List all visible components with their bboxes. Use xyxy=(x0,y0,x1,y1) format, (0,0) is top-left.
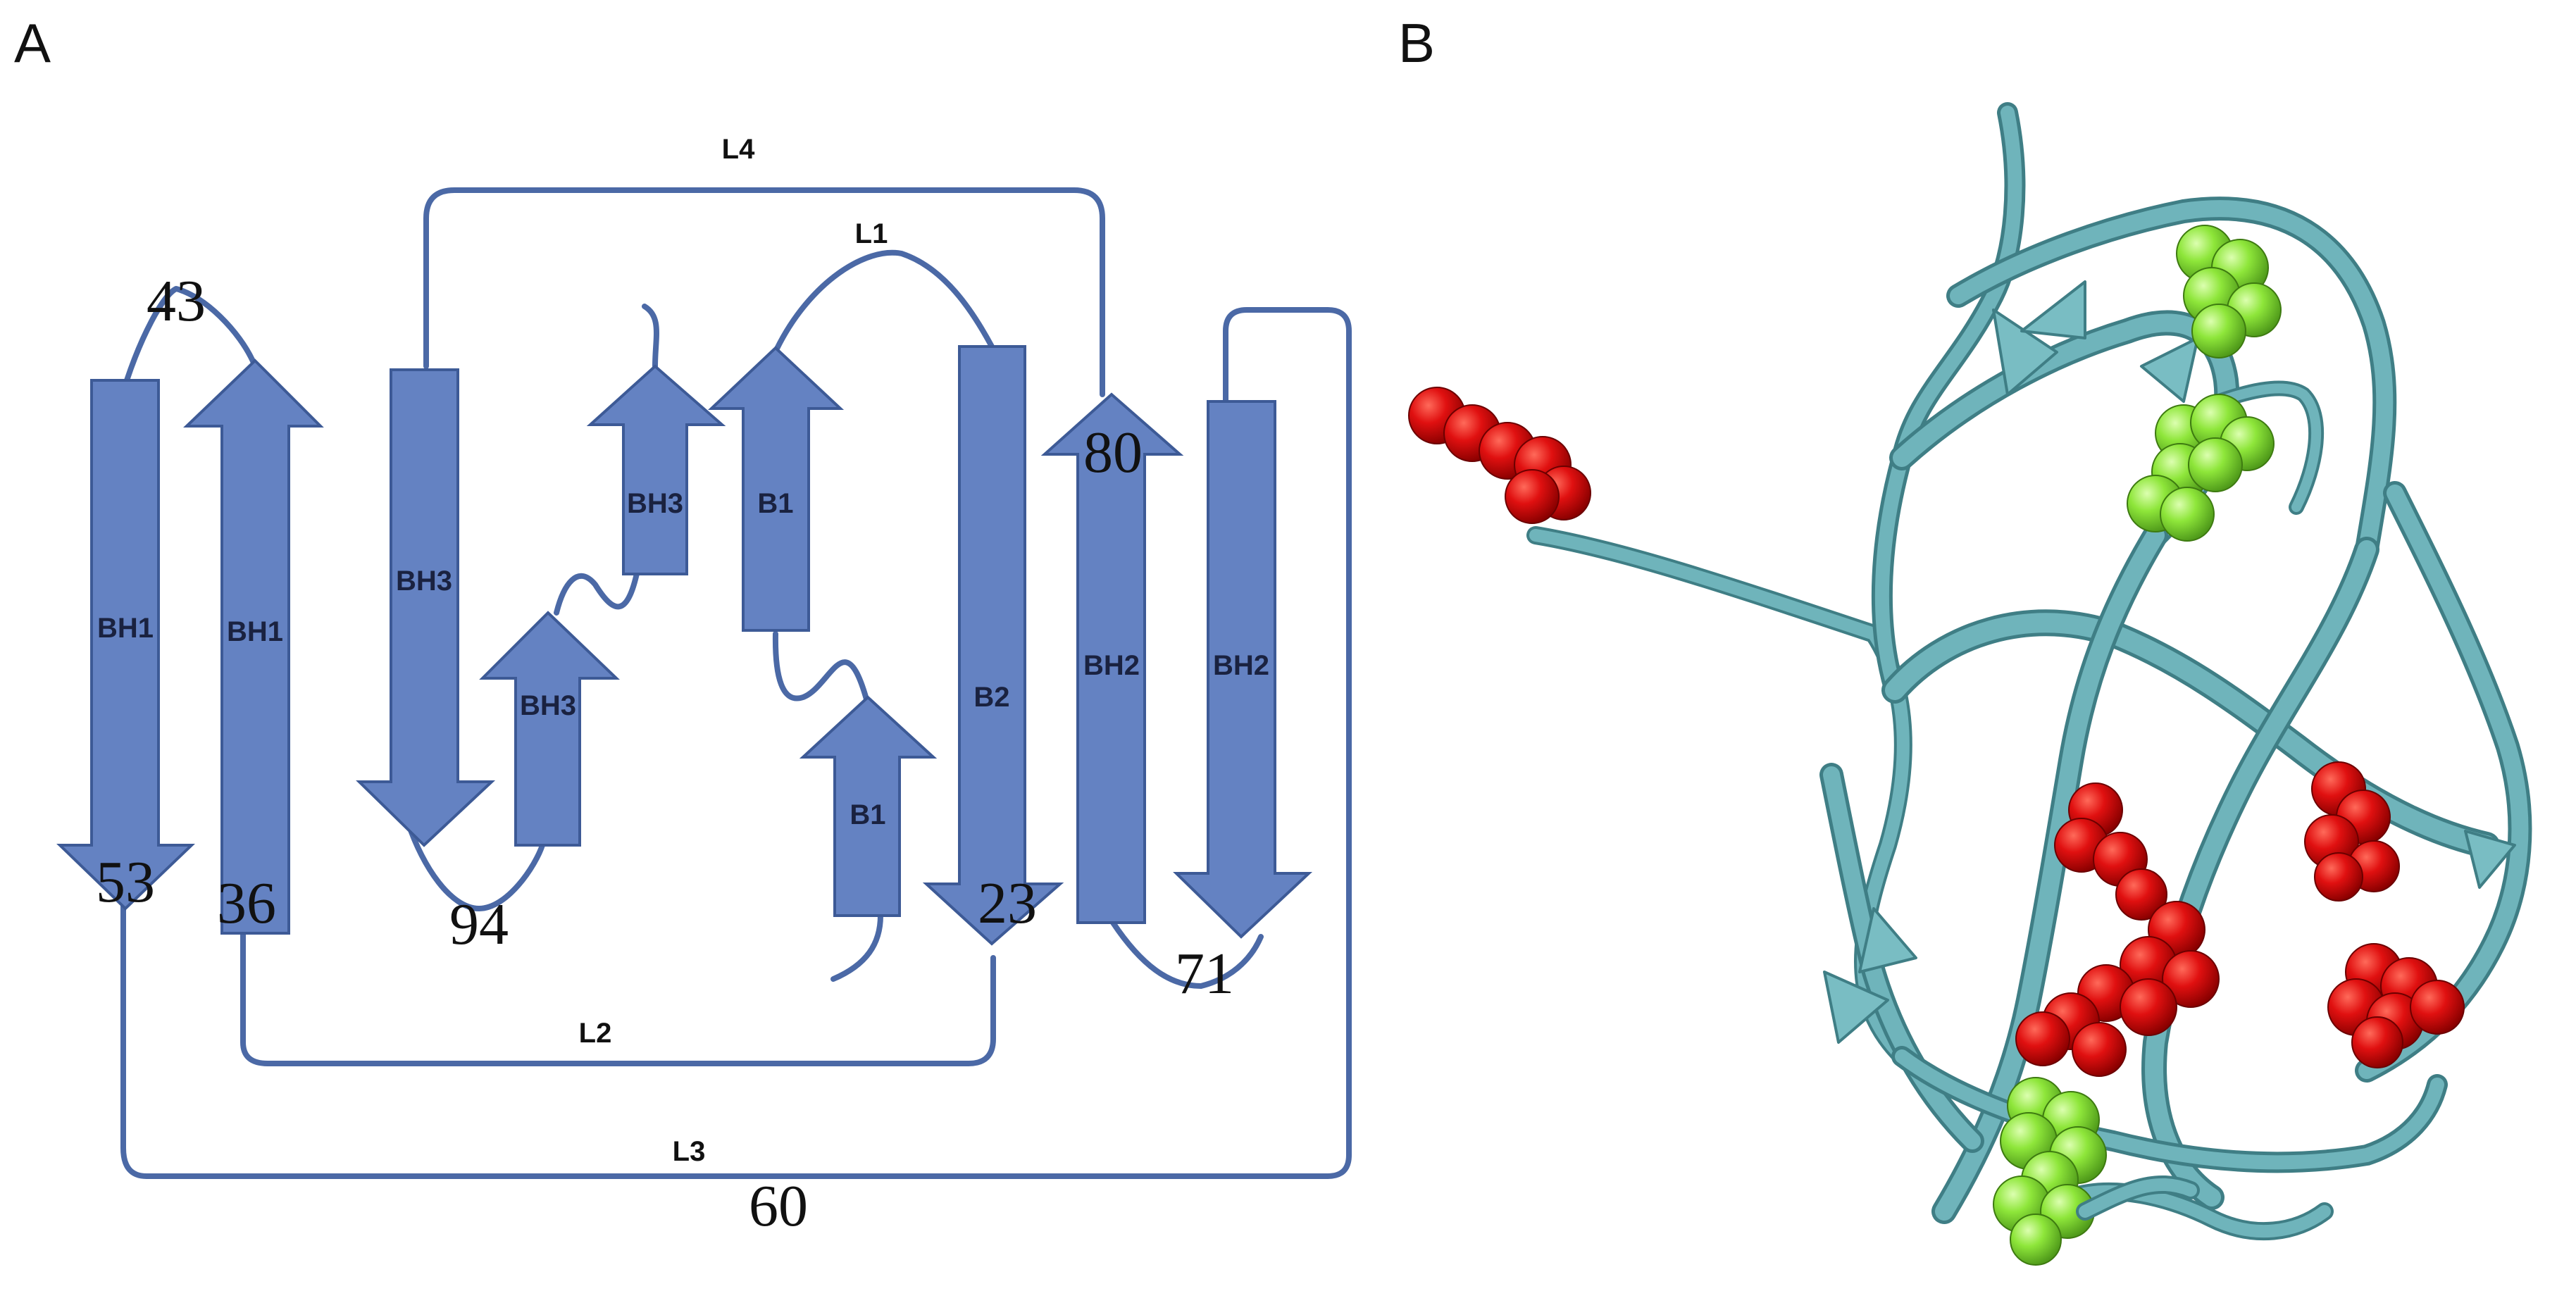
panel-b-letter: B xyxy=(1398,12,1435,74)
strand-bh2-80 xyxy=(1040,392,1184,924)
loop-94-turn xyxy=(406,821,545,911)
sheet-arrow-6 xyxy=(2020,280,2086,339)
strand-label-bh1-53: BH1 xyxy=(97,613,154,644)
strand-label-bh3-94: BH3 xyxy=(396,566,452,597)
strand-label-b1-lower: B1 xyxy=(850,799,885,830)
residue-number-53: 53 xyxy=(96,849,155,915)
red-residue-cluster-center-upper xyxy=(2054,782,2167,921)
strand-label-bh3-lower: BH3 xyxy=(520,690,576,721)
strand-bh3-94 xyxy=(356,368,496,847)
panel-a-letter: A xyxy=(14,12,51,74)
loop-l4 xyxy=(423,187,1105,397)
green-residue-cluster-top xyxy=(2176,225,2282,358)
strand-bh3-lower xyxy=(479,611,620,847)
red-residue-cluster-center-lower xyxy=(2015,901,2220,1077)
red-residue-cluster-left xyxy=(1408,387,1591,524)
loop-71-turn xyxy=(1110,920,1264,989)
strand-bh3-upper xyxy=(586,364,726,575)
loop-bh2-top xyxy=(120,307,1352,1179)
loop-43-turn xyxy=(124,286,256,383)
strand-bh1-53 xyxy=(56,379,195,911)
loop-l1 xyxy=(774,249,995,351)
sheet-arrow-5 xyxy=(2464,830,2516,889)
green-residue-cluster-middle xyxy=(2127,394,2275,542)
strand-b2-23 xyxy=(922,345,1064,946)
strand-b1-lower xyxy=(799,695,938,917)
strand-bh2-71 xyxy=(1173,400,1313,939)
green-residue-cluster-bottom xyxy=(1993,1077,2107,1266)
residue-number-43: 43 xyxy=(147,268,206,334)
strand-label-bh1-36: BH1 xyxy=(227,616,283,647)
strand-label-bh2-80: BH2 xyxy=(1083,650,1140,681)
red-residue-cluster-right-lower xyxy=(2327,943,2465,1068)
loop-label-l4: L4 xyxy=(722,134,755,165)
residue-number-36: 36 xyxy=(217,871,276,936)
sheet-arrow-4 xyxy=(1823,971,1889,1044)
loop-bh3-top-tail xyxy=(642,304,659,369)
loop-label-l2: L2 xyxy=(579,1018,612,1049)
strand-bh1-36 xyxy=(183,358,324,935)
loop-label-l1: L1 xyxy=(855,218,888,249)
loop-l2 xyxy=(240,930,996,1066)
loop-bh3-wiggle xyxy=(554,568,640,616)
panel-b-ribbon-structure: B xyxy=(1398,12,2532,1266)
strand-b1-upper xyxy=(707,346,845,632)
red-residue-cluster-right-upper xyxy=(2304,761,2400,902)
sheet-arrow-3 xyxy=(1858,907,1917,973)
panel-a-topology-diagram: A BH1 BH1 BH3 BH3 BH3 B1 B1 B2 BH2 BH xyxy=(14,12,1352,1239)
residue-number-60: 60 xyxy=(749,1173,808,1239)
strand-label-b2: B2 xyxy=(973,682,1009,713)
strand-label-bh3-upper: BH3 xyxy=(627,488,683,519)
loop-label-l3: L3 xyxy=(673,1136,706,1167)
residue-number-94: 94 xyxy=(449,892,509,957)
loop-b1-tail xyxy=(830,913,883,982)
residue-number-23: 23 xyxy=(978,871,1037,936)
residue-number-71: 71 xyxy=(1175,941,1234,1006)
loop-b1-wiggle xyxy=(772,631,871,707)
residue-number-80: 80 xyxy=(1083,420,1143,485)
strand-label-bh2-71: BH2 xyxy=(1213,650,1269,681)
strand-label-b1-upper: B1 xyxy=(757,488,793,519)
sheet-arrow-2 xyxy=(2140,337,2199,403)
